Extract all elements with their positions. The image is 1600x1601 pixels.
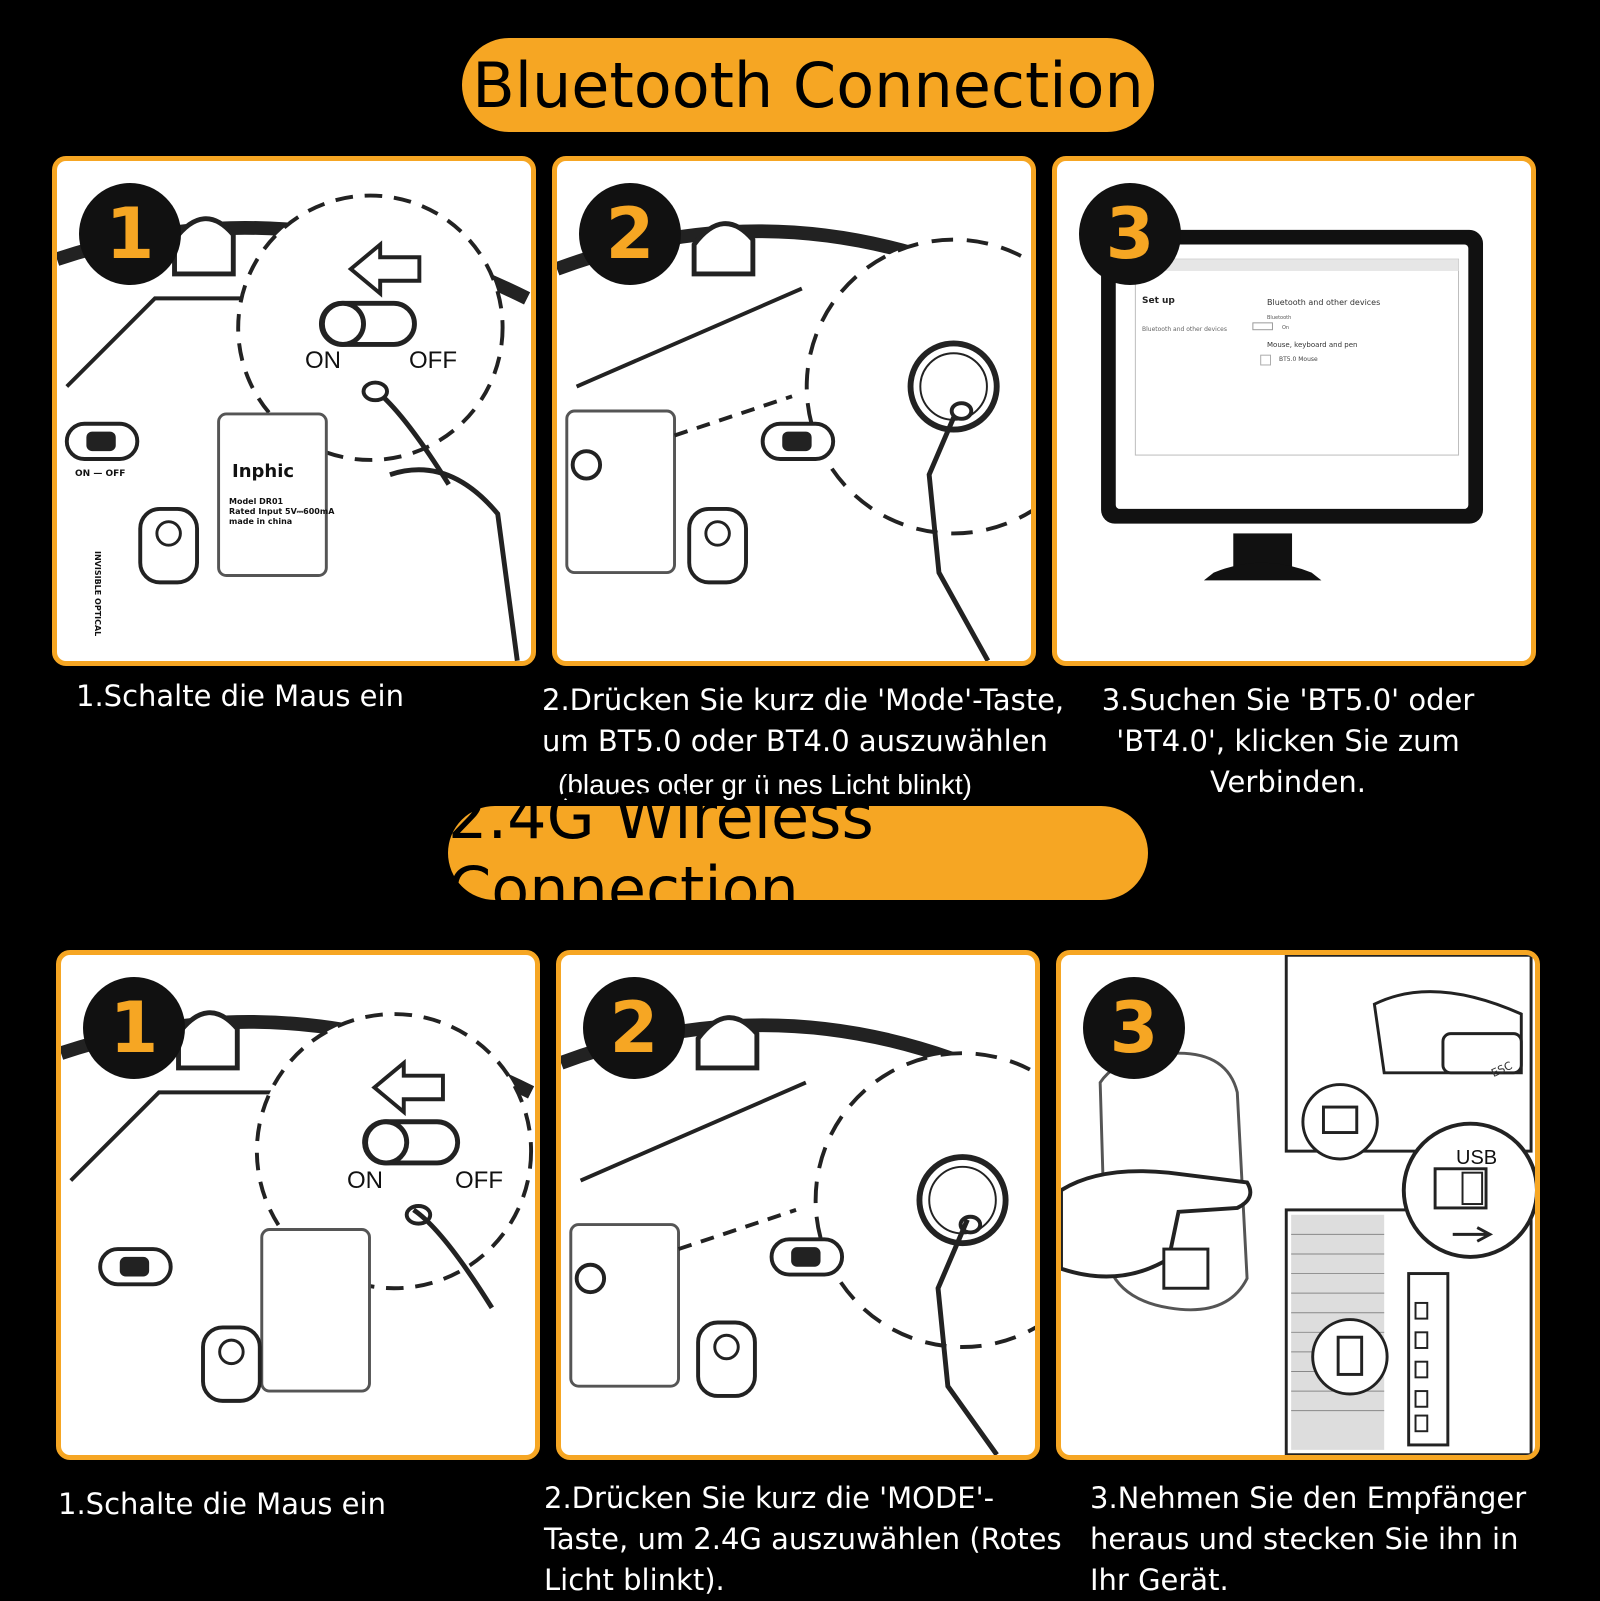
on-label: ON (347, 1167, 383, 1194)
sensor-label: INVISIBLE OPTICAL (93, 551, 102, 637)
wireless-step-3-panel: 3 USB ESC (1056, 950, 1540, 1460)
model-label: Model DR01 (229, 497, 284, 506)
mode-button-illustration (561, 1015, 1035, 1455)
rated-label: Rated Input 5V⎓600mA (229, 507, 335, 516)
bt-step-1-caption: 1.Schalte die Maus ein (76, 679, 404, 713)
wireless-step-1-caption: 1.Schalte die Maus ein (58, 1487, 386, 1521)
screen-left-item: Bluetooth and other devices (1142, 326, 1227, 333)
made-label: made in china (229, 517, 293, 526)
screen-section-label: Mouse, keyboard and pen (1267, 341, 1358, 349)
bt-step-2-panel: 2 (552, 156, 1036, 666)
screen-device-label: BT5.0 Mouse (1279, 356, 1318, 363)
step-number-badge: 3 (1083, 977, 1185, 1079)
section-title-text: Bluetooth Connection (472, 48, 1144, 122)
usb-label: USB (1456, 1147, 1498, 1169)
screen-toggle-label: On (1282, 325, 1290, 331)
section-title-wireless: 2.4G Wireless Connection (448, 780, 1148, 926)
section-title-text: 2.4G Wireless Connection (448, 780, 874, 926)
section-title-bluetooth: Bluetooth Connection (462, 38, 1154, 132)
screen-right-title: Bluetooth and other devices (1267, 298, 1381, 307)
screen-bluetooth-label: Bluetooth (1267, 315, 1292, 321)
usb-symbol-icon (1461, 1225, 1501, 1255)
wireless-step-2-caption: 2.Drücken Sie kurz die 'MODE'- Taste, um… (544, 1481, 1062, 1597)
bt-step-3-panel: 3 Set up Bluetooth and other devices Blu… (1052, 156, 1536, 666)
mouse-power-switch-illustration (61, 1010, 535, 1403)
brand-label: Inphic (232, 461, 295, 482)
step-number-badge: 3 (1079, 183, 1181, 285)
switch-label: ON — OFF (75, 469, 126, 479)
step-number-badge: 1 (83, 977, 185, 1079)
monitor-illustration (1101, 229, 1484, 581)
bt-step-2-caption: 2.Drücken Sie kurz die 'Mode'-Taste, um … (542, 683, 1065, 758)
bt-step-2-subcaption: (blaues oder gr ü nes Licht blinkt) (558, 769, 972, 800)
on-label: ON (305, 347, 341, 374)
off-label: OFF (409, 347, 457, 374)
step-number-badge: 1 (79, 183, 181, 285)
mode-button-illustration (557, 221, 1031, 661)
bt-step-3-caption: 3.Suchen Sie 'BT5.0' oder 'BT4.0', klick… (1101, 683, 1475, 799)
usb-receiver-illustration (1061, 955, 1535, 1455)
step-number-badge: 2 (579, 183, 681, 285)
wireless-step-2-panel: 2 (556, 950, 1040, 1460)
screen-left-title: Set up (1142, 296, 1175, 306)
step-number-badge: 2 (583, 977, 685, 1079)
bt-step-1-panel: 1 ON OFF Inphic ON — OFF Model DR01 Rate… (52, 156, 536, 666)
wireless-step-1-panel: 1 ON OFF (56, 950, 540, 1460)
mouse-power-switch-illustration (57, 193, 531, 661)
off-label: OFF (455, 1167, 503, 1194)
wireless-step-3-caption: 3.Nehmen Sie den Empfänger heraus und st… (1090, 1481, 1527, 1597)
